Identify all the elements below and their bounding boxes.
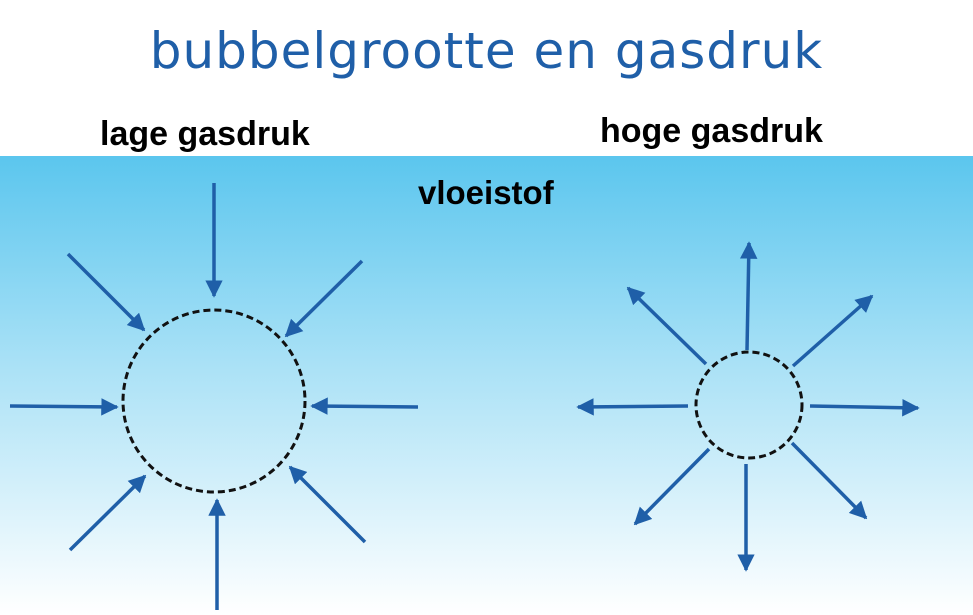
arrow-inward-icon xyxy=(66,252,146,332)
arrow-inward-icon xyxy=(310,397,419,415)
low-pressure-label: lage gasdruk xyxy=(100,115,310,153)
liquid-region xyxy=(0,156,973,615)
outward-arrows xyxy=(576,241,920,572)
arrow-outward-icon xyxy=(576,398,689,416)
small-bubble xyxy=(694,350,804,460)
high-pressure-label: hoge gasdruk xyxy=(600,112,823,150)
arrow-inward-icon xyxy=(9,398,119,416)
arrow-outward-icon xyxy=(633,447,711,526)
inward-arrows xyxy=(9,183,419,610)
diagram-title: bubbelgrootte en gasdruk xyxy=(149,22,824,80)
large-bubble xyxy=(121,308,307,494)
arrow-outward-icon xyxy=(626,286,708,366)
arrow-outward-icon xyxy=(791,294,874,368)
arrow-inward-icon xyxy=(284,259,364,338)
arrow-outward-icon xyxy=(790,441,868,520)
arrow-inward-icon xyxy=(288,465,367,544)
arrow-inward-icon xyxy=(68,474,147,552)
arrow-outward-icon xyxy=(739,241,758,351)
liquid-label: vloeistof xyxy=(418,174,554,211)
arrow-outward-icon xyxy=(809,398,920,417)
